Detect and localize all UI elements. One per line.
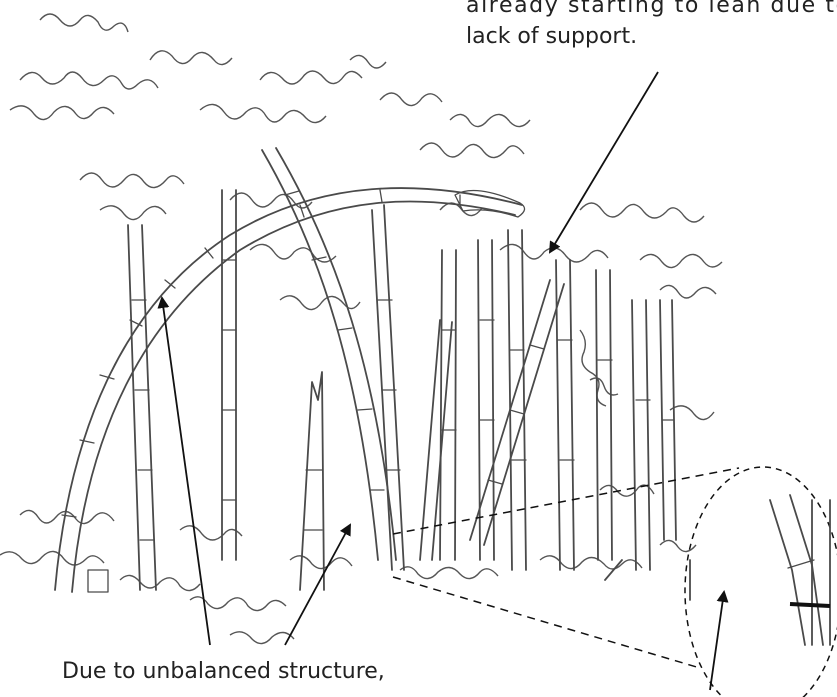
arrow-center-culm xyxy=(284,523,351,646)
caption-lean-line-2: lack of support. xyxy=(466,24,638,49)
foliage-canopy xyxy=(9,13,723,421)
arrow-arching-culm xyxy=(157,296,211,646)
zoom-line-top xyxy=(392,467,740,535)
zoom-ellipse xyxy=(684,466,837,697)
ground-scrub xyxy=(0,484,697,645)
annotation-arrows xyxy=(157,71,729,691)
zoom-line-bottom xyxy=(392,576,701,669)
bamboo-culms xyxy=(127,189,691,601)
arrow-leaning-cluster xyxy=(548,71,659,254)
zoom-detail xyxy=(392,466,837,697)
arrow-zoom-detail xyxy=(709,590,729,691)
caption-unbalanced: Due to unbalanced structure, xyxy=(62,656,482,687)
caption-lean: already starting to lean due to lack of … xyxy=(466,0,837,52)
caption-lean-line-1: already starting to lean due to xyxy=(466,0,837,18)
caption-unbalanced-text: Due to unbalanced structure, xyxy=(62,659,385,684)
arching-bamboo xyxy=(54,187,526,593)
